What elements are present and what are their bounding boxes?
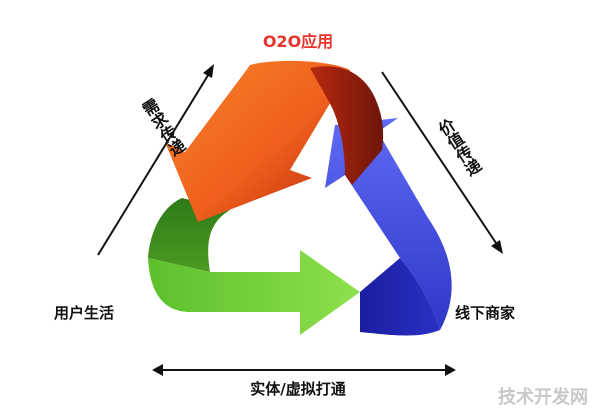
green-arrow — [148, 198, 360, 335]
orange-band — [165, 60, 350, 222]
bottom-label: 实体/虚拟打通 — [250, 380, 346, 398]
green-band — [148, 250, 360, 335]
watermark-logo: 技术开发网 — [498, 387, 588, 408]
right-arrow-line — [381, 71, 503, 254]
orange-fold — [310, 66, 384, 185]
left-node-label: 用户生活 — [54, 304, 115, 322]
bottom-arrow-line — [152, 364, 456, 376]
right-node-label: 线下商家 — [455, 304, 516, 322]
left-arrow-line — [97, 64, 214, 256]
diagram-title: O2O应用 — [262, 32, 334, 51]
orange-arrow — [165, 60, 384, 222]
blue-fold — [360, 258, 440, 336]
